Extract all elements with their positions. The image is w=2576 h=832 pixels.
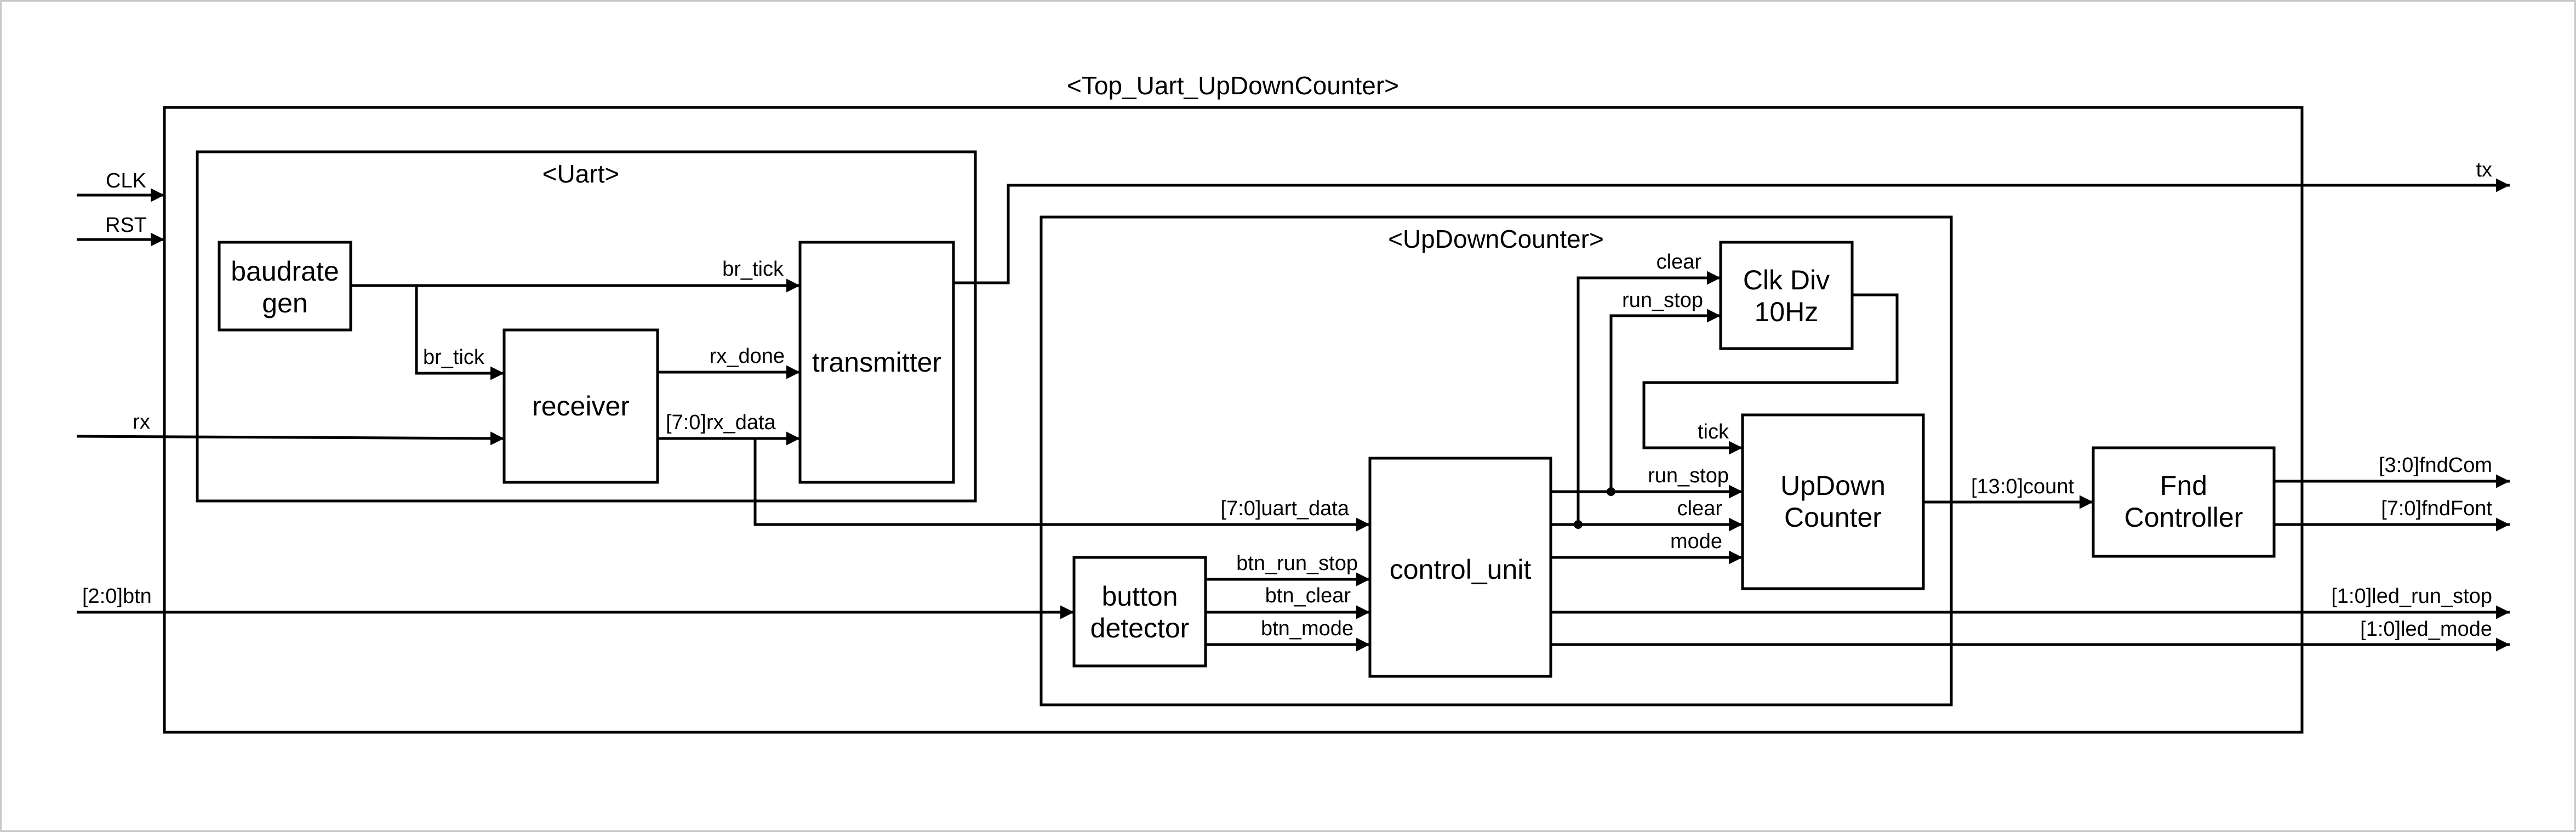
btn-clear-label: btn_clear	[1265, 584, 1351, 607]
uart-data-wire	[753, 438, 1370, 532]
junction-clear	[1574, 520, 1583, 529]
button-detector-block	[1072, 556, 1207, 668]
tx-wire	[953, 178, 2510, 284]
tick-label: tick	[1698, 420, 1729, 443]
baudrate-gen-block	[218, 241, 352, 332]
transmitter-label: transmitter	[812, 347, 941, 378]
rx-wire	[76, 431, 505, 446]
tx-port-label: tx	[2476, 158, 2492, 181]
br-tick-receiver-wire	[415, 286, 504, 380]
btn-port-label: [2:0]btn	[82, 585, 152, 608]
br-tick-label: br_tick	[722, 258, 784, 281]
rx-port-label: rx	[133, 411, 150, 434]
btn-run-stop-label: btn_run_stop	[1236, 552, 1358, 575]
rx-done-label: rx_done	[710, 345, 785, 368]
control-unit-label: control_unit	[1390, 554, 1532, 585]
clk-div-block	[1719, 241, 1854, 350]
count-label: [13:0]count	[1971, 475, 2074, 498]
fnd-font-port-label: [7:0]fndFont	[2381, 497, 2492, 520]
transmitter-block	[798, 241, 955, 484]
tick-wire	[1642, 293, 1899, 455]
updown-counter-block	[1741, 413, 1925, 590]
top-module-title: <Top_Uart_UpDownCounter>	[1067, 71, 1399, 100]
led-run-stop-port-label: [1:0]led_run_stop	[2331, 585, 2492, 608]
junction-run-stop	[1607, 487, 1615, 496]
uart-module-title: <Uart>	[542, 159, 620, 188]
led-mode-port-label: [1:0]led_mode	[2360, 618, 2492, 641]
btn-mode-label: btn_mode	[1261, 617, 1353, 640]
run-stop-clkdiv-label: run_stop	[1622, 289, 1703, 312]
control-unit-block	[1368, 457, 1552, 678]
uart-data-label: [7:0]uart_data	[1220, 497, 1349, 520]
top-module-frame	[163, 106, 2304, 734]
receiver-label: receiver	[532, 391, 630, 421]
clear-label: clear	[1677, 497, 1723, 520]
fnd-controller-block	[2092, 446, 2276, 558]
updowncounter-module-title: <UpDownCounter>	[1388, 225, 1604, 253]
receiver-block	[502, 328, 659, 484]
updowncounter-module-frame	[1039, 215, 1953, 706]
rx-data-label: [7:0]rx_data	[666, 411, 776, 434]
clk-port-label: CLK	[106, 169, 146, 192]
run-stop-clkdiv-wire	[1609, 309, 1721, 492]
rst-port-label: RST	[105, 214, 147, 237]
clear-clkdiv-label: clear	[1657, 250, 1702, 273]
run-stop-label: run_stop	[1648, 464, 1729, 487]
mode-label: mode	[1670, 530, 1722, 553]
clear-clkdiv-wire	[1577, 271, 1721, 525]
fnd-com-port-label: [3:0]fndCom	[2379, 454, 2492, 477]
br-tick-receiver-label: br_tick	[423, 346, 485, 369]
uart-module-frame	[196, 150, 977, 503]
